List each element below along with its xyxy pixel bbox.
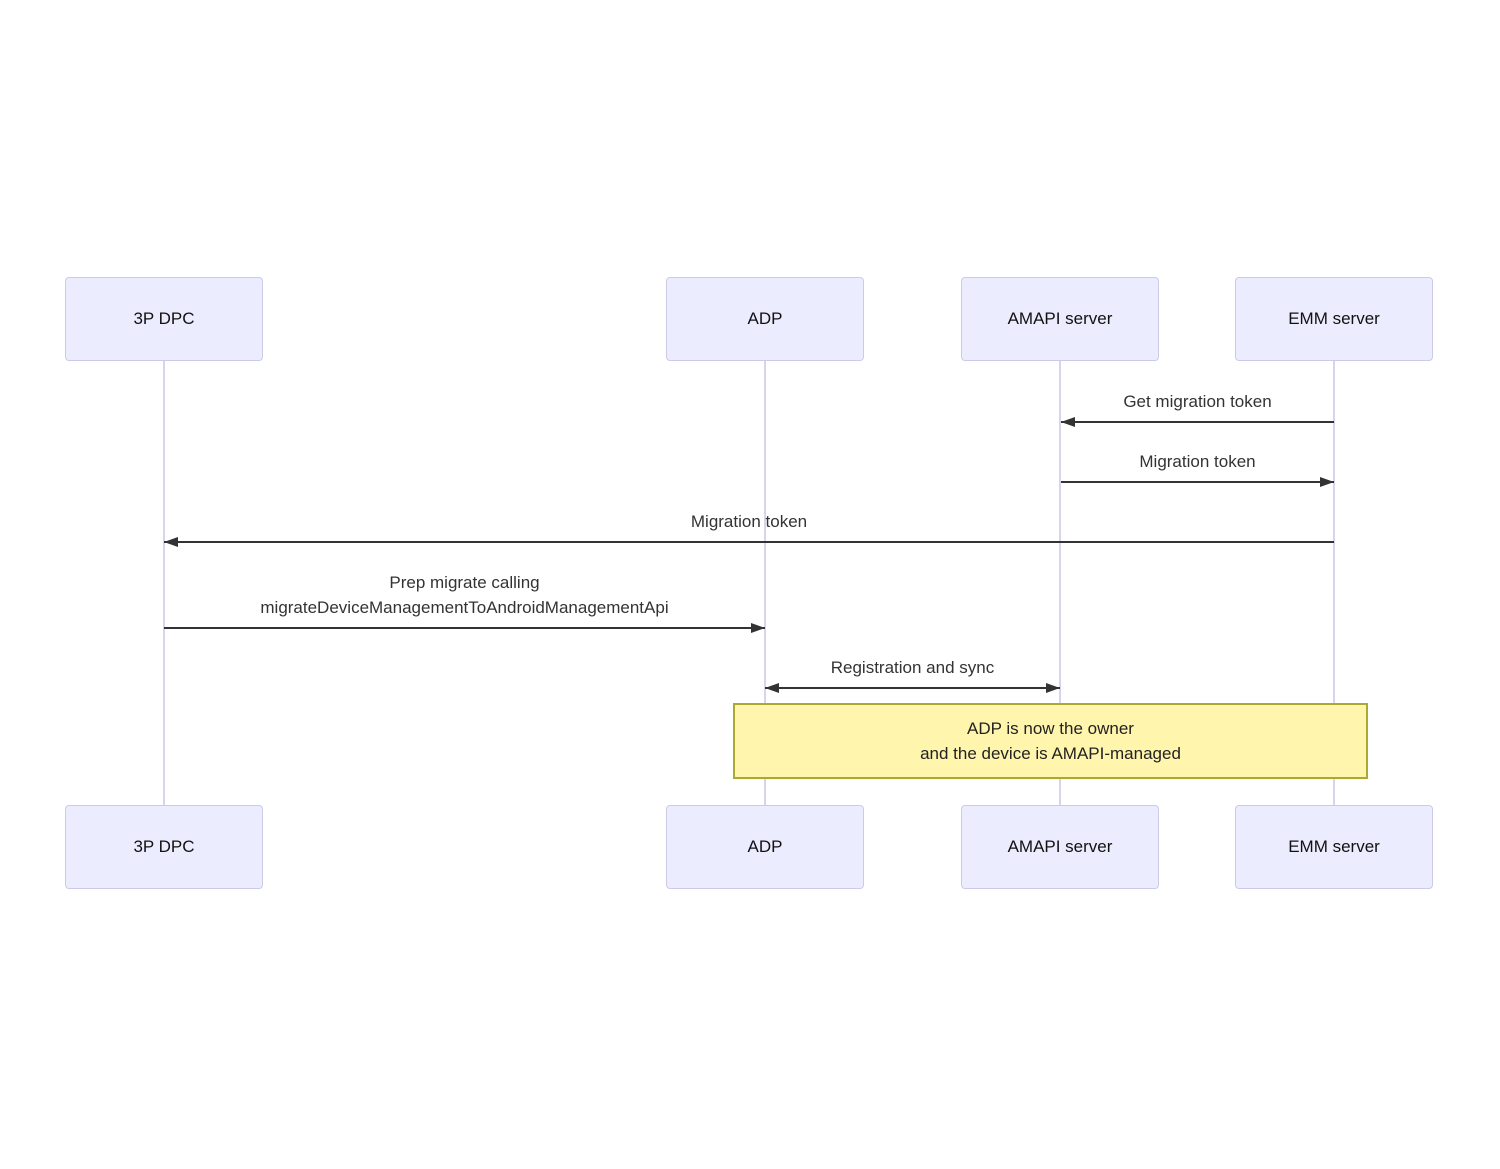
note-adp-owner: ADP is now the owner and the device is A… bbox=[733, 703, 1368, 779]
message-arrow-get-migration-token bbox=[1061, 417, 1334, 427]
actor-label-amapi-server: AMAPI server bbox=[1007, 309, 1113, 328]
arrowhead-left-icon bbox=[164, 537, 178, 547]
actor-box-emm-server-top: EMM server bbox=[1235, 277, 1433, 361]
arrowhead-left-icon bbox=[765, 683, 779, 693]
message-label-get-migration-token: Get migration token bbox=[1123, 392, 1272, 411]
actor-box-emm-server-bottom: EMM server bbox=[1235, 805, 1433, 889]
actor-label-emm-server: EMM server bbox=[1288, 837, 1380, 856]
arrowhead-right-icon bbox=[1046, 683, 1060, 693]
actor-label-3p-dpc: 3P DPC bbox=[133, 837, 195, 856]
lifeline-3p-dpc bbox=[163, 361, 165, 805]
arrowhead-left-icon bbox=[1061, 417, 1075, 427]
actor-box-adp-top: ADP bbox=[666, 277, 864, 361]
message-label-migration-token-to-dpc: Migration token bbox=[690, 512, 808, 531]
message-label-prep-migrate-line2: migrateDeviceManagementToAndroidManageme… bbox=[260, 598, 669, 617]
arrowhead-right-icon bbox=[1320, 477, 1334, 487]
actor-box-3p-dpc-top: 3P DPC bbox=[65, 277, 263, 361]
arrowhead-right-icon bbox=[751, 623, 765, 633]
lifeline-amapi-server bbox=[1059, 361, 1061, 805]
actor-box-3p-dpc-bottom: 3P DPC bbox=[65, 805, 263, 889]
actor-label-adp: ADP bbox=[747, 309, 783, 328]
actor-label-adp: ADP bbox=[747, 837, 783, 856]
actor-box-amapi-server-top: AMAPI server bbox=[961, 277, 1159, 361]
message-label-migration-token-to-emm: Migration token bbox=[1139, 452, 1256, 471]
actor-box-amapi-server-bottom: AMAPI server bbox=[961, 805, 1159, 889]
actor-label-amapi-server: AMAPI server bbox=[1007, 837, 1113, 856]
note-line1: ADP is now the owner bbox=[967, 719, 1134, 738]
actor-label-emm-server: EMM server bbox=[1288, 309, 1380, 328]
lifeline-adp bbox=[764, 361, 766, 805]
message-arrow-migration-token-to-emm bbox=[1061, 477, 1334, 487]
actor-label-3p-dpc: 3P DPC bbox=[133, 309, 195, 328]
message-arrow-prep-migrate bbox=[164, 623, 765, 633]
note-line2: and the device is AMAPI-managed bbox=[920, 744, 1181, 763]
message-arrow-registration-sync bbox=[765, 683, 1060, 693]
message-label-prep-migrate-line1: Prep migrate calling bbox=[389, 573, 540, 592]
message-label-prep-migrate: Prep migrate calling migrateDeviceManage… bbox=[164, 570, 765, 620]
message-arrow-migration-token-to-dpc bbox=[164, 537, 1334, 547]
message-label-registration-sync: Registration and sync bbox=[830, 658, 995, 677]
actor-box-adp-bottom: ADP bbox=[666, 805, 864, 889]
lifeline-emm-server bbox=[1333, 361, 1335, 805]
